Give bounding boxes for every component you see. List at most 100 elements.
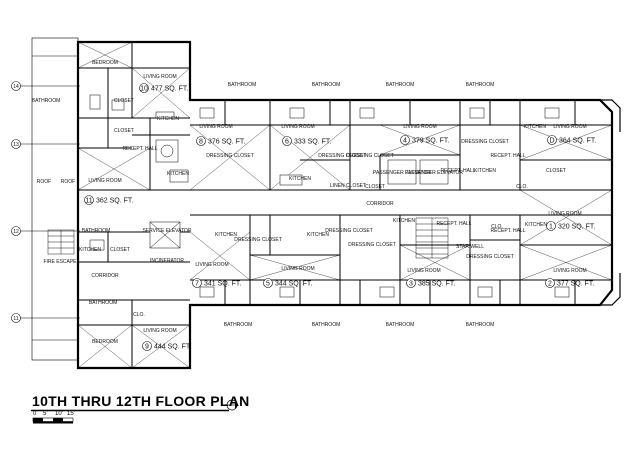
unit-label: 7 341 SQ. FT. — [192, 278, 241, 288]
svg-text:6: 6 — [285, 139, 289, 146]
unit-label: 3 385 SQ. FT. — [406, 278, 455, 288]
room-label: LINEN CLOSET — [330, 183, 366, 189]
room-label: BATHROOM — [224, 322, 253, 328]
svg-text:13: 13 — [13, 142, 19, 148]
svg-text:10: 10 — [140, 86, 148, 93]
room-label: PASSENGER ELEVATOR — [373, 170, 431, 176]
room-label: KITCHEN — [157, 116, 179, 122]
room-label: SERVICE ELEVATOR — [142, 228, 191, 234]
grid-marker: 14 — [11, 81, 80, 91]
unit-label: 9 444 SQ. FT. — [142, 341, 191, 351]
room-label: LIVING ROOM — [143, 328, 176, 334]
roof-area — [31, 37, 79, 361]
svg-text:333 SQ. FT.: 333 SQ. FT. — [294, 139, 331, 146]
room-label: BEDROOM — [92, 339, 118, 345]
room-label: FIRE ESCAPE — [43, 259, 77, 265]
room-label: DRESSING CLOSET — [346, 153, 394, 159]
unit-label: 6 333 SQ. FT. — [282, 136, 331, 146]
svg-text:364 SQ. FT.: 364 SQ. FT. — [559, 138, 596, 145]
room-label: ROOF — [37, 179, 51, 185]
svg-text:320 SQ. FT.: 320 SQ. FT. — [558, 224, 595, 231]
north-arrow-icon — [226, 399, 239, 411]
room-label: CLOSET — [114, 128, 134, 134]
drawing-title: 10TH THRU 12TH FLOOR PLAN — [32, 393, 250, 409]
room-label: CLO. — [491, 224, 503, 230]
grid-markers: 14 13 12 11 — [11, 81, 80, 323]
scale-tick-label: 5' — [43, 411, 47, 417]
room-label: RECEPT. HALL — [122, 146, 157, 152]
room-label: KITCHEN — [289, 176, 311, 182]
svg-text:1: 1 — [549, 224, 553, 231]
room-label: DRESSING CLOSET — [206, 153, 254, 159]
room-label: RECEPT. HALL — [436, 221, 471, 227]
room-label: DRESSING CLOSET — [318, 153, 366, 159]
room-label: BATHROOM — [32, 98, 61, 104]
unit-label: 11 362 SQ. FT. — [84, 195, 133, 205]
unit-label: 8 376 SQ. FT. — [196, 136, 245, 146]
room-label: BEDROOM — [92, 60, 118, 66]
room-label: PASSENGER ELEVATOR — [405, 170, 463, 176]
room-label: CLOSET — [110, 247, 130, 253]
room-label: LIVING ROOM — [403, 124, 436, 130]
room-label: DRESSING CLOSET — [325, 228, 373, 234]
grid-marker: 13 — [11, 139, 80, 149]
room-label: CLO. — [133, 312, 145, 318]
svg-text:362 SQ. FT.: 362 SQ. FT. — [96, 198, 133, 205]
room-label: BATHROOM — [89, 300, 118, 306]
svg-text:377 SQ. FT.: 377 SQ. FT. — [557, 281, 594, 288]
svg-text:379 SQ. FT.: 379 SQ. FT. — [412, 138, 449, 145]
unit-label: 10 477 SQ. FT. — [139, 83, 188, 93]
room-diagonals — [77, 41, 613, 369]
room-label: RECEPT. HALL — [490, 228, 525, 234]
room-label: BATHROOM — [466, 82, 495, 88]
svg-text:477 SQ. FT.: 477 SQ. FT. — [151, 86, 188, 93]
room-label: BATHROOM — [386, 82, 415, 88]
svg-text:9: 9 — [145, 344, 149, 351]
room-label: KITCHEN — [167, 171, 189, 177]
svg-text:2: 2 — [548, 281, 552, 288]
corridor-label: CORRIDOR — [91, 273, 119, 279]
unit-label: 1 320 SQ. FT. — [546, 221, 595, 231]
room-label: KITCHEN — [79, 247, 101, 253]
room-label: KITCHEN — [215, 232, 237, 238]
room-label: STAR WELL — [456, 244, 484, 250]
unit-label: 5 344 SQ. FT. — [263, 278, 312, 288]
unit-label: D 364 SQ. FT. — [547, 135, 596, 145]
room-label: CLO. — [516, 184, 528, 190]
room-label: LIVING ROOM — [553, 124, 586, 130]
room-label: KITCHEN — [524, 124, 546, 130]
fixtures — [89, 94, 570, 298]
room-label: DRESSING CLOSET — [461, 139, 509, 145]
room-label: BATHROOM — [82, 228, 111, 234]
grid-marker: 12 — [11, 226, 80, 236]
room-label: LIVING ROOM — [281, 124, 314, 130]
room-label: CLOSET — [365, 184, 385, 190]
room-label: RECEPT. HALL — [440, 168, 475, 174]
room-label: BATHROOM — [228, 82, 257, 88]
svg-text:4: 4 — [403, 138, 407, 145]
room-label: BATHROOM — [386, 322, 415, 328]
svg-text:7: 7 — [195, 281, 199, 288]
unit-label: 2 377 SQ. FT. — [545, 278, 594, 288]
exterior-walls — [76, 40, 614, 370]
room-label: LIVING ROOM — [199, 124, 232, 130]
svg-text:D: D — [549, 138, 554, 145]
room-label: KITCHEN — [525, 222, 547, 228]
svg-text:344 SQ. FT.: 344 SQ. FT. — [275, 281, 312, 288]
scale-tick-label: 0 — [33, 411, 37, 417]
interior-walls — [78, 42, 612, 368]
room-label: LIVING ROOM — [143, 74, 176, 80]
svg-text:14: 14 — [13, 84, 19, 90]
room-label: INCINERATOR — [150, 258, 184, 264]
corridor-label: CORRIDOR — [366, 201, 394, 207]
svg-text:5: 5 — [266, 281, 270, 288]
unit-labels: 10 477 SQ. FT. 8 376 SQ. FT. 6 333 SQ. F… — [84, 83, 596, 351]
scale-tick-label: 15' — [67, 411, 75, 417]
room-label: CLOSET — [546, 168, 566, 174]
scale-tick-label: 10' — [55, 411, 63, 417]
bay-windows — [600, 99, 621, 306]
room-label: BATHROOM — [312, 82, 341, 88]
room-label: DRESSING CLOSET — [348, 242, 396, 248]
room-label: KITCHEN — [474, 168, 496, 174]
